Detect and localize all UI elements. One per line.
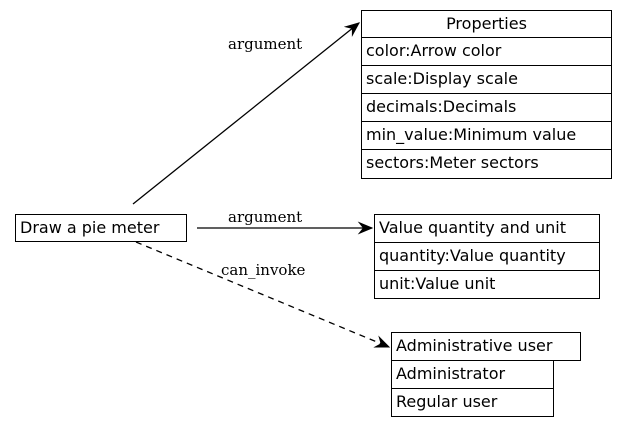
node-draw-pie-meter[interactable]: Draw a pie meter	[15, 214, 187, 242]
enum-row: Administrator	[391, 360, 554, 389]
property-row: min_value:Minimum value	[361, 121, 612, 150]
property-row: decimals:Decimals	[361, 93, 612, 122]
node-title: Value quantity and unit	[374, 214, 600, 243]
node-title: Properties	[361, 10, 612, 38]
property-row: color:Arrow color	[361, 37, 612, 66]
enum-row: Regular user	[391, 388, 554, 417]
node-title: Administrative user	[391, 332, 581, 361]
property-row: quantity:Value quantity	[374, 242, 600, 271]
edge-label-argument: argument	[228, 35, 303, 53]
property-row: scale:Display scale	[361, 65, 612, 94]
edge-to-properties	[132, 22, 361, 205]
property-row: unit:Value unit	[374, 270, 600, 299]
edge-label-can-invoke: can_invoke	[221, 261, 306, 279]
edge-to-admin-user	[135, 241, 391, 348]
edge-label-argument: argument	[228, 208, 303, 226]
property-row: sectors:Meter sectors	[361, 149, 612, 179]
